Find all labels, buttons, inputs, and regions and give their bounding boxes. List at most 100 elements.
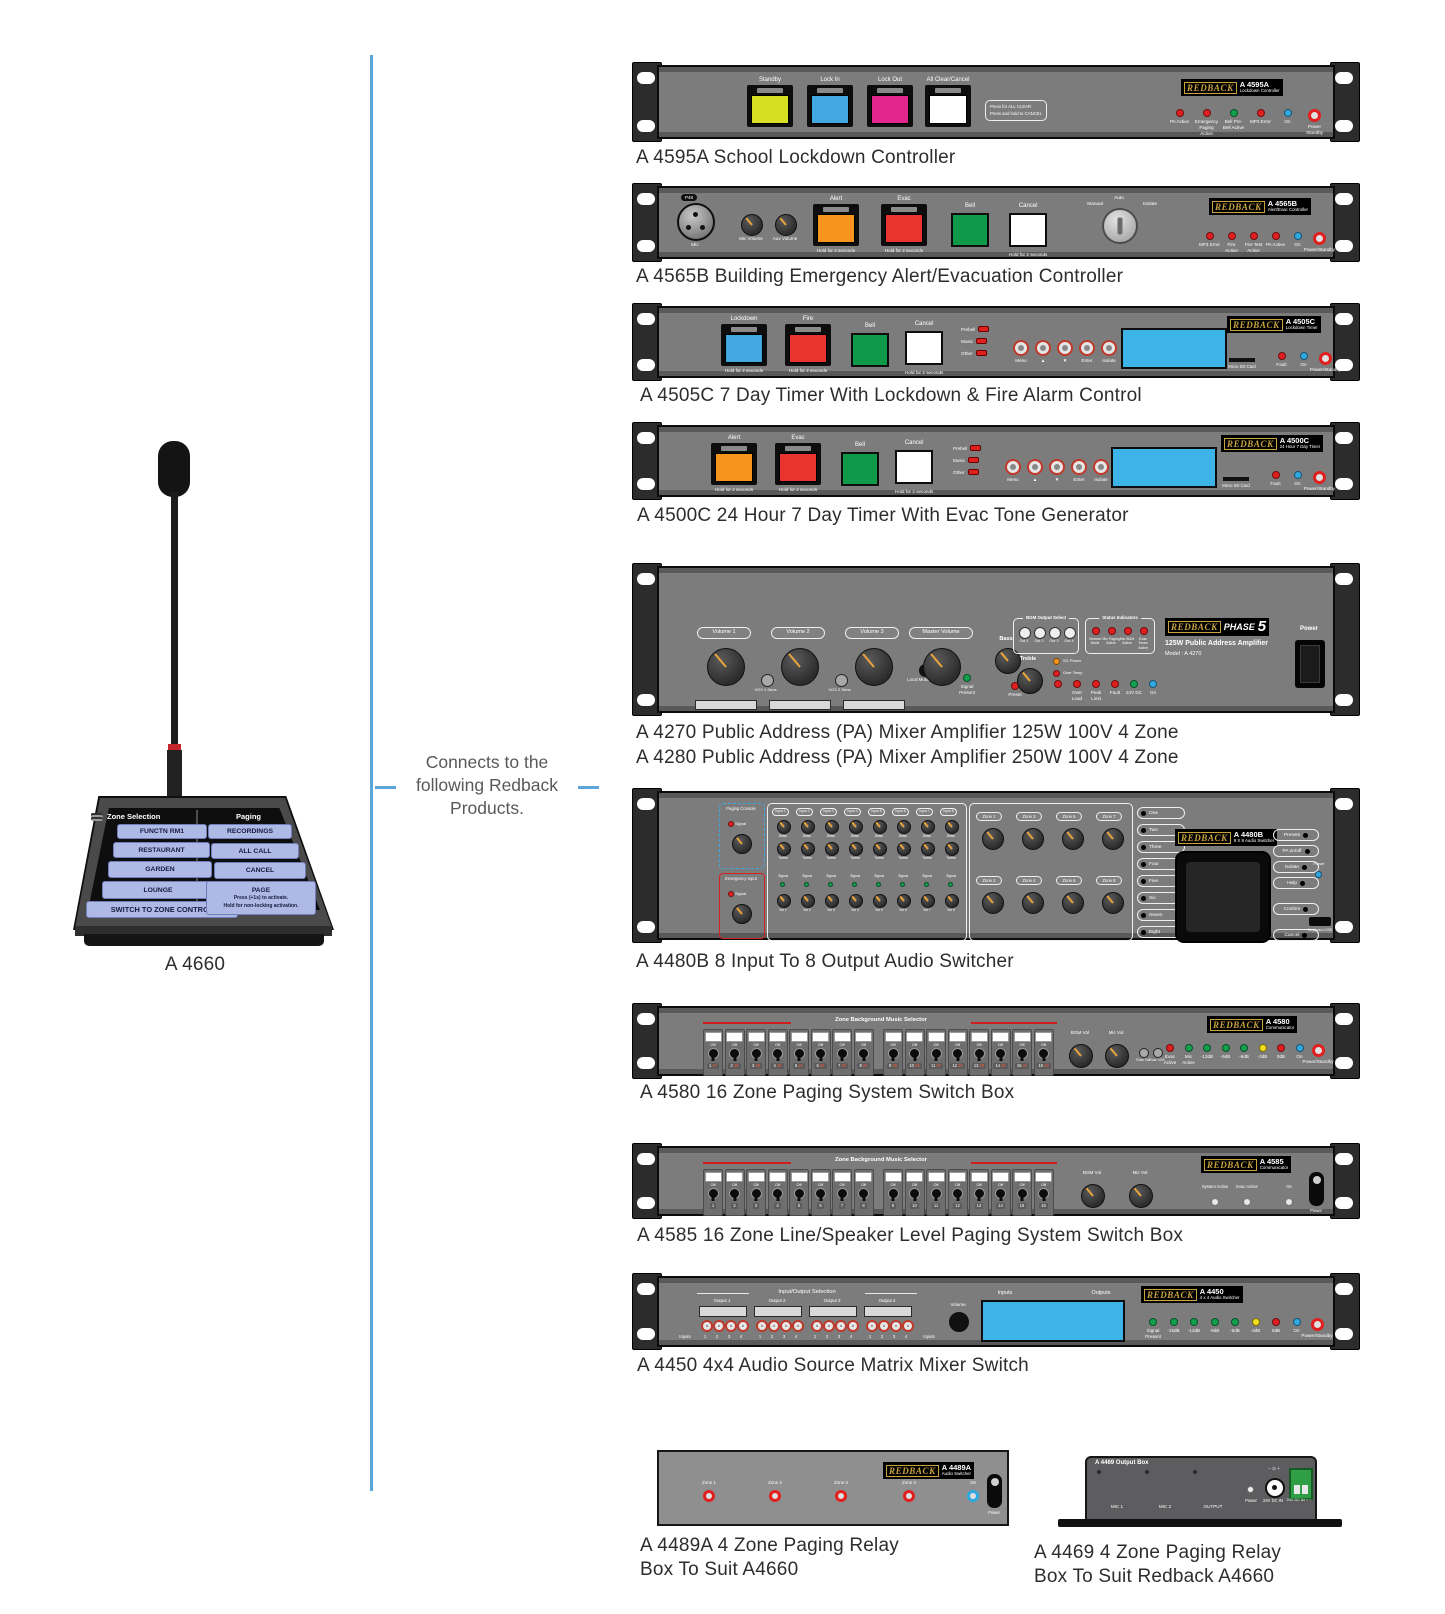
button-bell[interactable]: Bell — [841, 442, 879, 489]
round-button-item[interactable]: ▲ — [1035, 340, 1051, 363]
input-select-1-2[interactable] — [713, 1320, 725, 1332]
bass-knob-8[interactable] — [945, 820, 959, 834]
bass-knob-3[interactable] — [825, 820, 839, 834]
out-3-button[interactable] — [1049, 627, 1061, 639]
paging-button-all-call[interactable]: ALL CALL — [211, 843, 299, 859]
zone-knob-zone-2[interactable] — [982, 892, 1004, 914]
selector-button-one[interactable]: One — [1137, 807, 1185, 819]
input-select-3-3[interactable] — [835, 1320, 847, 1332]
bass-knob-1[interactable] — [777, 820, 791, 834]
button-bell[interactable]: Bell — [951, 203, 989, 250]
treble-knob-3[interactable] — [825, 842, 839, 856]
round-button-isolate[interactable]: Isolate — [1093, 459, 1109, 482]
evac-vox-trim[interactable] — [1153, 1048, 1163, 1058]
panel-button-isolate[interactable]: Isolate — [1273, 861, 1319, 873]
input-select-1-3[interactable] — [725, 1320, 737, 1332]
panel-button-presets[interactable]: Presets — [1273, 829, 1319, 841]
vol-knob-1[interactable] — [777, 894, 791, 908]
input-select-4-2[interactable] — [878, 1320, 890, 1332]
input-select-4-4[interactable] — [902, 1320, 914, 1332]
zone-knob-zone-5[interactable] — [1062, 828, 1084, 850]
treble-knob-7[interactable] — [921, 842, 935, 856]
volume-3-knob[interactable] — [855, 648, 893, 686]
bass-knob-2[interactable] — [801, 820, 815, 834]
vol-knob-5[interactable] — [873, 894, 887, 908]
out-1-button[interactable] — [1019, 627, 1031, 639]
treble-knob[interactable] — [1017, 668, 1043, 694]
input-select-1-1[interactable] — [701, 1320, 713, 1332]
input-select-4-1[interactable] — [866, 1320, 878, 1332]
volume-knob[interactable] — [949, 1312, 969, 1332]
input-select-2-1[interactable] — [756, 1320, 768, 1332]
treble-knob-8[interactable] — [945, 842, 959, 856]
input-select-3-2[interactable] — [823, 1320, 835, 1332]
round-button-enter[interactable]: Enter — [1079, 340, 1095, 363]
paging-button-recordings[interactable]: RECORDINGS — [208, 824, 292, 839]
round-button-item[interactable]: ▼ — [1049, 459, 1065, 482]
mode-key-switch[interactable] — [1102, 208, 1138, 244]
input-select-1-4[interactable] — [737, 1320, 749, 1332]
aux-volume-knob[interactable] — [775, 214, 797, 236]
master-volume-knob[interactable] — [923, 648, 961, 686]
vol-knob-8[interactable] — [945, 894, 959, 908]
vol-knob-3[interactable] — [825, 894, 839, 908]
emergency-input-knob[interactable] — [732, 904, 752, 924]
button-standby[interactable]: Standby — [747, 77, 793, 127]
button-lock-in[interactable]: Lock In — [807, 77, 853, 127]
button-lock-out[interactable]: Lock Out — [867, 77, 913, 127]
power-toggle[interactable] — [1309, 1172, 1324, 1206]
zone-button-functn-rm[interactable]: FUNCTN RM1 — [117, 824, 207, 839]
round-button-menu[interactable]: Menu — [1013, 340, 1029, 363]
panel-button-confirm[interactable]: Confirm — [1273, 903, 1319, 915]
bass-knob-6[interactable] — [897, 820, 911, 834]
input-select-3-1[interactable] — [811, 1320, 823, 1332]
zone-knob-zone-7[interactable] — [1102, 828, 1124, 850]
paging-console-knob[interactable] — [732, 834, 752, 854]
panel-button-cancel[interactable]: Cancel — [1273, 929, 1319, 941]
vol-knob-4[interactable] — [849, 894, 863, 908]
zone-knob-zone-4[interactable] — [1022, 892, 1044, 914]
bgm-vol-knob[interactable] — [1069, 1044, 1093, 1068]
mic-volume-knob[interactable] — [741, 214, 763, 236]
button-all-clear-cancel[interactable]: All Clear/Cancel — [925, 77, 971, 127]
vox2-sens-trim[interactable] — [835, 674, 848, 687]
bgm-vol-knob[interactable] — [1081, 1184, 1105, 1208]
vox1-sens-trim[interactable] — [761, 674, 774, 687]
round-button-item[interactable]: ▲ — [1027, 459, 1043, 482]
button-bell[interactable]: Bell — [851, 323, 889, 370]
vol-knob-6[interactable] — [897, 894, 911, 908]
round-button-isolate[interactable]: Isolate — [1101, 340, 1117, 363]
bass-knob-7[interactable] — [921, 820, 935, 834]
zone-knob-zone-8[interactable] — [1102, 892, 1124, 914]
zone-knob-zone-1[interactable] — [982, 828, 1004, 850]
